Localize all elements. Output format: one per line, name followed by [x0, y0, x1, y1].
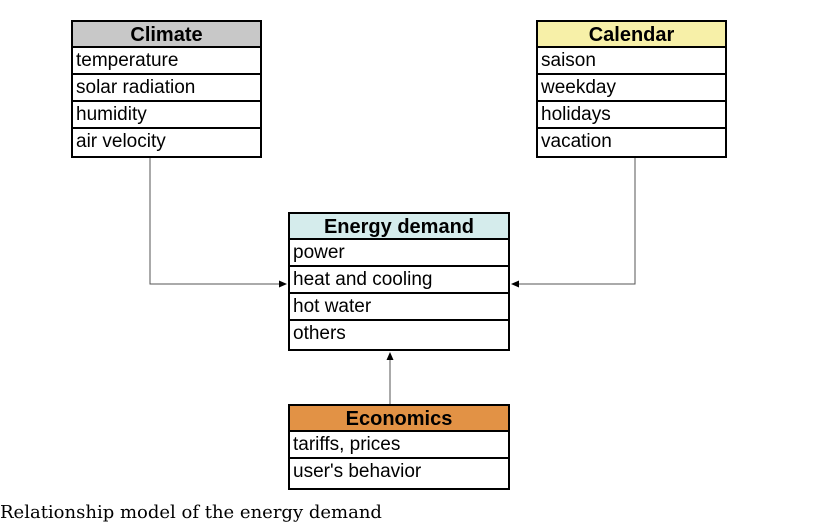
energy-item-power: power [290, 240, 508, 267]
calendar-item-weekday: weekday [538, 75, 725, 102]
energy-item-others: others [293, 323, 346, 344]
energy-demand-box: Energy demand power heat and cooling hot… [288, 212, 510, 351]
economics-box-title: Economics [290, 406, 508, 432]
energy-item-hot-water: hot water [290, 294, 508, 321]
climate-item-humidity: humidity [73, 102, 260, 129]
calendar-item-saison: saison [538, 48, 725, 75]
calendar-item-holidays: holidays [538, 102, 725, 129]
climate-item-temperature: temperature [73, 48, 260, 75]
figure-caption: Relationship model of the energy demand [0, 502, 382, 523]
energy-demand-box-title: Energy demand [290, 214, 508, 240]
calendar-to-energy-arrow [511, 158, 636, 288]
calendar-box: Calendar saison weekday holidays vacatio… [536, 20, 727, 158]
climate-item-solar-radiation: solar radiation [73, 75, 260, 102]
economics-box: Economics tariffs, prices user's behavio… [288, 404, 510, 490]
calendar-box-title: Calendar [538, 22, 725, 48]
economics-item-tariffs-prices: tariffs, prices [290, 432, 508, 459]
climate-box-title: Climate [73, 22, 260, 48]
economics-item-users-behavior: user's behavior [293, 461, 422, 482]
climate-item-air-velocity: air velocity [76, 131, 166, 152]
calendar-item-vacation: vacation [541, 131, 612, 152]
climate-box: Climate temperature solar radiation humi… [71, 20, 262, 158]
climate-to-energy-arrow [149, 158, 287, 288]
energy-item-heat-and-cooling: heat and cooling [290, 267, 508, 294]
